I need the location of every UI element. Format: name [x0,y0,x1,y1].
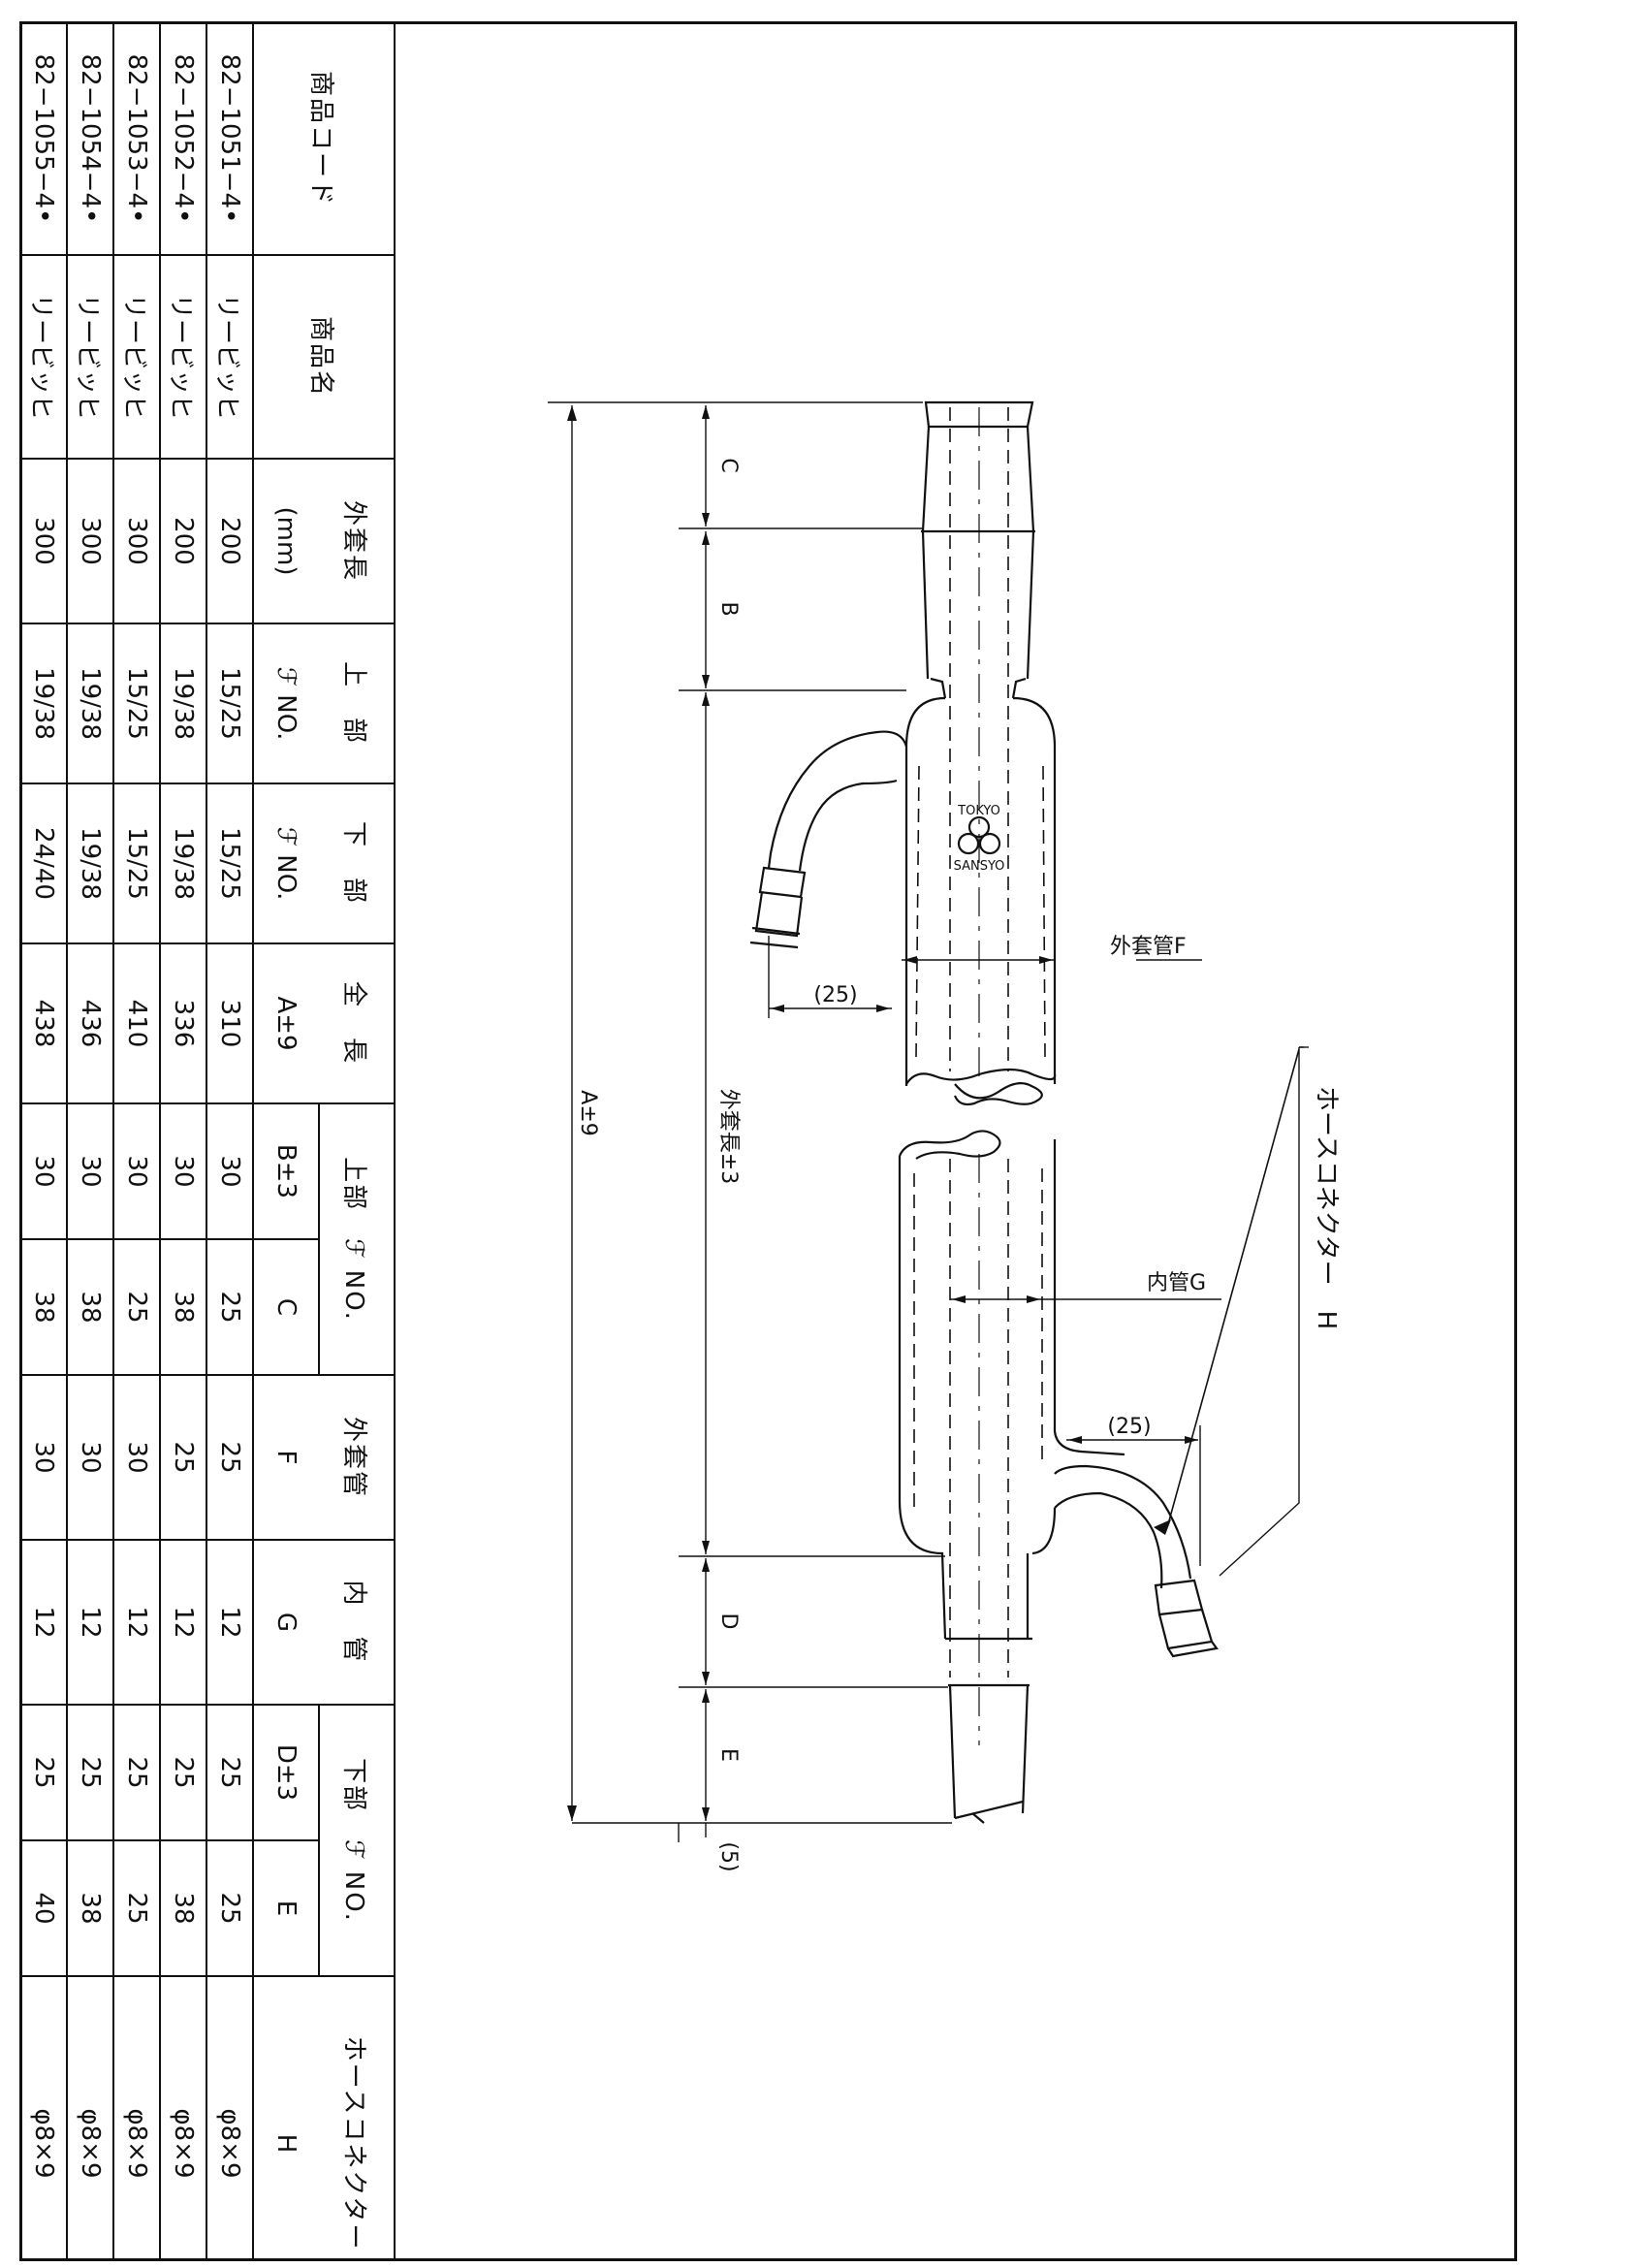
logo-text-sansyo: SANSYO [954,859,1005,874]
label-inner-g: 内管G [1147,1271,1206,1295]
dim-label-b: B [716,601,741,616]
dim-label-c: C [716,458,741,472]
dim-label-outer-length: 外套長±3 [716,1089,741,1184]
tokyo-sansyo-logo: TOKYO SANSYO [954,804,1005,874]
dim-label-e: E [716,1748,741,1762]
label-hose-connector-h: ホースコネクター H [1312,1086,1341,1329]
dimension-lines [548,401,1304,1842]
dim-label-25-top: (25) [813,983,857,1007]
dim-label-a: A±9 [576,1090,600,1135]
dimension-arrowheads [567,405,1198,1821]
dim-label-25-bottom: (25) [1107,1415,1151,1439]
dim-label-d: D [716,1613,741,1630]
logo-text-tokyo: TOKYO [957,804,1000,818]
label-jacket-f: 外套管F [1110,935,1187,959]
dim-label-5: (5) [716,1841,741,1871]
lower-hose-side-arm [1054,1464,1219,1658]
upper-jacket [904,696,1057,1106]
lower-joint-drip-tip [945,1637,1032,1824]
upper-inner-tube-dashes [915,407,1046,1076]
lower-inner-tube-dashes [913,1154,1043,1745]
lower-jacket [898,1130,1125,1640]
drawing-sheet-frame [19,21,1517,2261]
upper-hose-side-arm [749,730,908,949]
hose-callout-leader [1167,1048,1300,1525]
dimension-labels: C B 外套長±3 D E (5) A±9 (25) (25) 外套管F 内管G… [576,458,1341,1871]
upper-joint [921,400,1035,699]
